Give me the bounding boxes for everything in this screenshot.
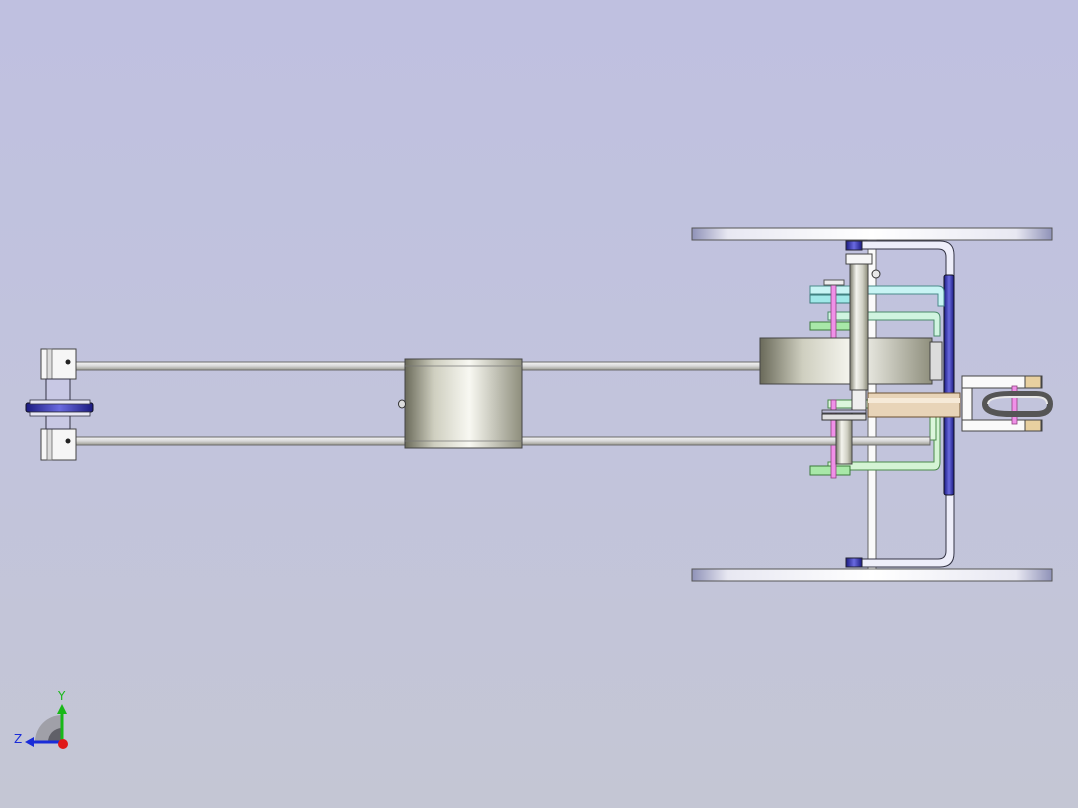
top-frame-plate[interactable] xyxy=(691,227,1053,241)
left-wheel-flange-top xyxy=(29,399,91,405)
c-bracket-cap-bottom xyxy=(845,557,863,568)
green-bracket-bottom-end xyxy=(809,465,851,476)
clevis-arm-top[interactable] xyxy=(961,375,1043,389)
shackle-ring[interactable] xyxy=(981,391,1054,417)
spindle-washer xyxy=(821,413,867,421)
clevis-pin xyxy=(1011,385,1018,425)
spindle-collar xyxy=(845,253,873,265)
z-axis-label: Z xyxy=(14,732,22,746)
left-end-plate-stem-bottom xyxy=(46,428,53,461)
set-screw-top xyxy=(65,359,71,365)
cyan-bracket-1-end xyxy=(809,294,851,304)
drum[interactable] xyxy=(759,337,933,385)
spindle-bolt xyxy=(871,269,881,279)
spindle-upper[interactable] xyxy=(849,259,869,391)
clevis-arm-bottom[interactable] xyxy=(961,419,1043,432)
left-wheel-flange-bottom xyxy=(29,411,91,417)
drum-end-cap xyxy=(929,341,943,381)
bottom-frame-plate[interactable] xyxy=(691,568,1053,582)
output-shaft[interactable] xyxy=(867,392,961,418)
blue-disc[interactable] xyxy=(943,274,955,496)
output-shaft-highlight xyxy=(868,398,960,403)
sliding-cylinder[interactable] xyxy=(404,358,523,449)
clevis-tip-bottom xyxy=(1024,419,1042,432)
c-bracket-cap-top xyxy=(845,240,863,251)
spindle-washer-2 xyxy=(821,409,867,414)
green-bracket-top xyxy=(809,321,851,331)
left-end-plate-bottom[interactable] xyxy=(40,428,77,461)
triad-arc-inner xyxy=(48,728,62,742)
set-screw-bottom xyxy=(65,438,71,444)
clevis-tip-top xyxy=(1024,375,1042,389)
x-axis-dot xyxy=(58,739,68,749)
cyan-bracket-1[interactable] xyxy=(809,285,945,307)
left-end-plate-top[interactable] xyxy=(40,348,77,380)
cylinder-screw xyxy=(398,399,406,409)
y-axis-label: Y xyxy=(57,689,66,703)
left-end-plate-stem-top xyxy=(46,348,53,380)
shackle-ring-highlight xyxy=(987,396,1048,405)
y-axis-arrow xyxy=(57,704,67,714)
z-axis-arrow xyxy=(25,737,34,747)
spindle-block[interactable] xyxy=(835,419,853,465)
pin-washer-top xyxy=(823,279,845,286)
coordinate-triad-icon: Y Z xyxy=(14,689,68,749)
